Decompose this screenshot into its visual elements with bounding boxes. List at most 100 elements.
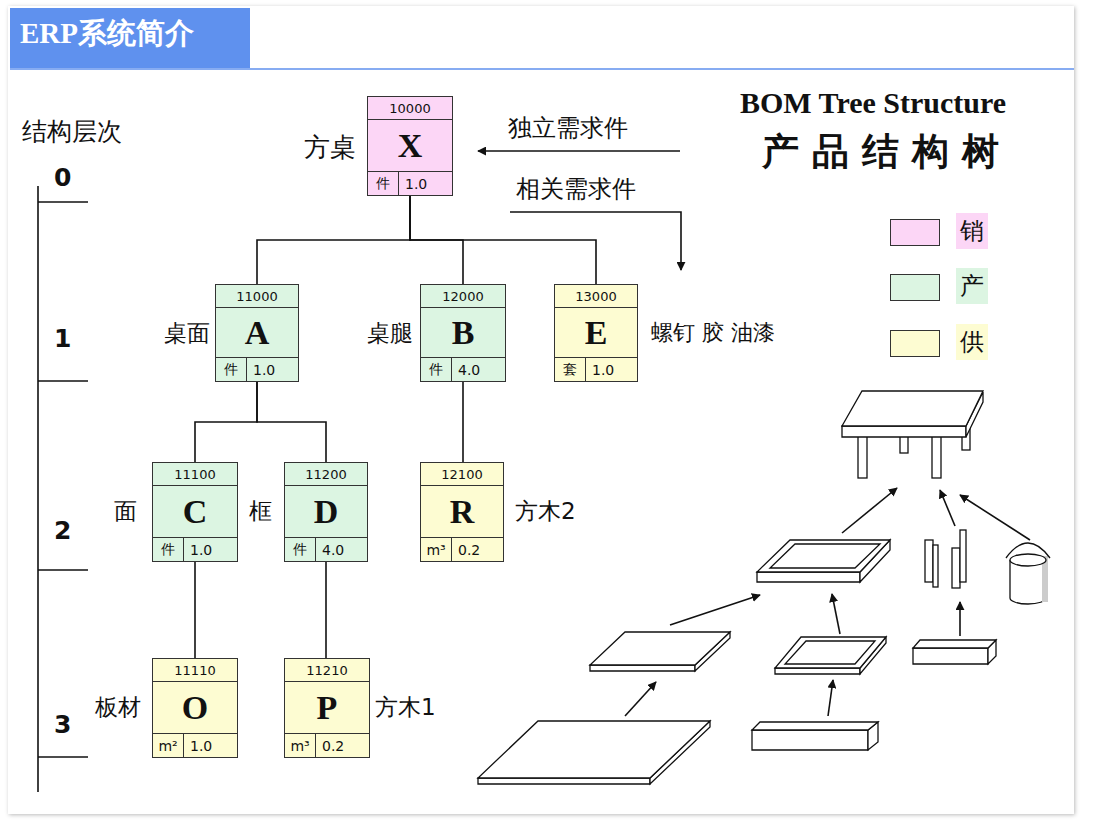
quantity: 0.2 <box>452 538 503 561</box>
level-number: 2 <box>54 517 71 546</box>
bom-item-box: 11000A件1.0桌面 <box>215 284 299 382</box>
tree-connector <box>257 382 326 462</box>
item-code: 12100 <box>421 463 503 486</box>
heading: BOM Tree Structure <box>740 86 1006 121</box>
level-number: 0 <box>54 164 71 193</box>
unit-row: 件1.0 <box>153 537 237 561</box>
unit-row: 件1.0 <box>216 357 298 381</box>
table-illustration <box>478 778 650 784</box>
slide-title: ERP系统简介 <box>20 17 194 50</box>
unit-row: m³0.2 <box>421 537 503 561</box>
quantity: 1.0 <box>399 172 452 195</box>
item-letter: P <box>285 682 369 733</box>
table-illustration <box>913 640 996 648</box>
tree-connector <box>194 562 196 658</box>
table-illustration <box>775 637 886 668</box>
assembly-arrow <box>960 495 1030 540</box>
tree-connector <box>462 382 464 462</box>
item-letter: B <box>421 308 505 357</box>
assembly-arrow <box>625 488 1030 716</box>
level-axis <box>38 186 88 792</box>
item-letter: O <box>153 682 237 733</box>
item-code: 12000 <box>421 285 505 308</box>
item-code: 11200 <box>285 463 367 486</box>
item-name: 桌面 <box>164 321 210 346</box>
unit-row: m³0.2 <box>285 733 369 757</box>
item-letter: D <box>285 486 367 537</box>
item-letter: R <box>421 486 503 537</box>
assembly-arrow <box>670 595 760 625</box>
assembly-arrow <box>832 594 840 634</box>
leader-arrow <box>478 150 680 152</box>
table-illustration <box>770 544 880 568</box>
table-illustration <box>1010 554 1046 566</box>
unit: m³ <box>421 538 452 561</box>
legend-swatch <box>890 330 940 357</box>
quantity: 4.0 <box>452 358 505 381</box>
table-illustration <box>952 548 960 588</box>
unit: 件 <box>216 358 247 381</box>
item-code: 10000 <box>368 97 452 120</box>
assembly-arrow <box>625 682 656 716</box>
unit-row: 件4.0 <box>285 537 367 561</box>
item-letter: C <box>153 486 237 537</box>
legend-text: 产 <box>956 268 988 304</box>
unit-row: m²1.0 <box>153 733 237 757</box>
level-number: 3 <box>54 711 71 740</box>
quantity: 0.2 <box>316 734 369 757</box>
annotation: 独立需求件 <box>508 115 628 143</box>
item-name: 面 <box>114 499 137 524</box>
item-name: 框 <box>249 499 272 524</box>
level-axis <box>38 201 88 203</box>
table-illustration <box>933 545 938 587</box>
item-code: 11000 <box>216 285 298 308</box>
item-code: 11210 <box>285 659 369 682</box>
table-illustration <box>757 572 860 582</box>
heading: 产 品 结 构 树 <box>762 131 999 174</box>
assembly-arrow <box>940 490 955 526</box>
table-illustration <box>478 721 710 778</box>
item-letter: E <box>555 308 637 357</box>
item-name: 方桌 <box>304 133 356 162</box>
bom-item-box: 10000X件1.0方桌 <box>367 96 453 196</box>
table-illustration <box>752 730 868 750</box>
title-rule <box>10 68 1074 70</box>
table-illustration <box>590 665 695 671</box>
table-illustration <box>785 641 875 664</box>
unit: 套 <box>555 358 586 381</box>
table-illustration <box>925 540 933 582</box>
unit-row: 件4.0 <box>421 357 505 381</box>
table-illustration <box>757 540 890 572</box>
item-code: 11110 <box>153 659 237 682</box>
bom-item-box: 12100Rm³0.2方木2 <box>420 462 504 562</box>
tree-connector <box>257 196 410 284</box>
legend-text: 销 <box>956 213 988 249</box>
assembly-arrow <box>828 680 833 716</box>
leader-arrow <box>478 151 681 270</box>
table-illustration <box>775 668 860 674</box>
unit-row: 件1.0 <box>368 171 452 195</box>
item-code: 13000 <box>555 285 637 308</box>
table-illustration <box>478 391 1050 784</box>
table-illustration <box>913 648 988 664</box>
item-name: 方木1 <box>375 695 436 720</box>
legend-swatch <box>890 274 940 301</box>
bom-item-box: 11200D件4.0框 <box>284 462 368 562</box>
tree-connector <box>325 562 327 658</box>
unit: m² <box>153 734 184 757</box>
legend-text: 供 <box>956 324 988 360</box>
level-number: 1 <box>54 325 71 354</box>
table-illustration <box>590 632 730 665</box>
item-name: 螺钉 胶 油漆 <box>651 321 775 345</box>
level-axis <box>38 569 88 571</box>
table-illustration <box>960 530 966 582</box>
unit: 件 <box>368 172 399 195</box>
item-name: 方木2 <box>515 499 576 524</box>
unit: 件 <box>153 538 184 561</box>
bom-item-box: 12000B件4.0桌腿 <box>420 284 506 382</box>
table-illustration <box>752 722 878 730</box>
item-letter: X <box>368 120 452 171</box>
bom-item-box: 11110Om²1.0板材 <box>152 658 238 758</box>
level-axis <box>38 380 88 382</box>
legend-swatch <box>890 219 940 246</box>
